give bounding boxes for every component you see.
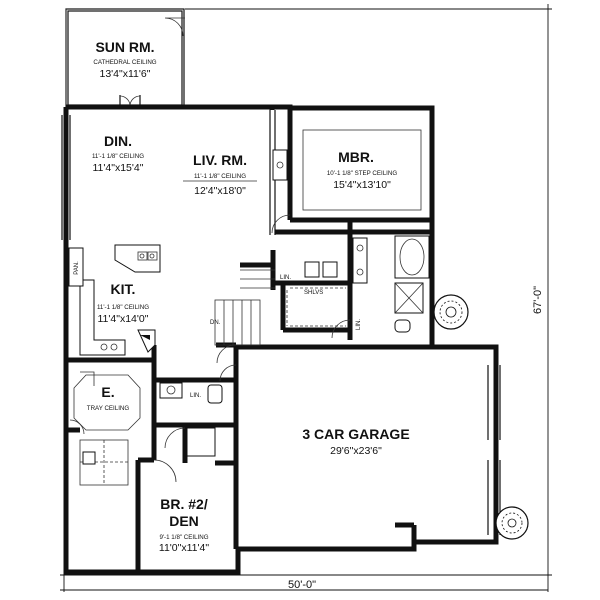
stairs-down-label: DN. [210,320,221,326]
kitchen-size: 11'4"x14'0" [98,313,149,325]
living-partition [269,110,288,235]
master-bath [352,235,430,333]
sun-room-size: 13'4"x11'6" [100,68,151,80]
walk-in-closet [286,261,346,327]
linen-label-closet: LIN. [280,275,291,281]
living-name: LIV. RM. [193,152,247,168]
shelves-label: SHLVS [304,290,323,296]
stairs [214,269,275,346]
linen-label-hall: LIN. [190,393,201,399]
kitchen-name: KIT. [111,281,136,297]
living-size: 12'4"x18'0" [194,185,246,197]
bedroom2-ceiling: 9'-1 1/8" CEILING [159,534,208,541]
bedroom2-name: BR. #2/ [160,496,208,512]
sun-room-walls [65,8,185,108]
overall-width-label: 50'-0" [288,579,316,591]
dining-size: 11'4"x15'4" [93,162,144,174]
master-bedroom-name: MBR. [338,149,374,165]
exterior-walls [63,104,499,575]
shrub-icon [433,294,469,330]
sun-room-name: SUN RM. [95,39,154,55]
hall-bath [159,382,223,457]
master-bedroom-ceiling: 10'-1 1/8" STEP CEILING [327,170,398,177]
kitchen-island [114,244,161,273]
shrub-icon [495,506,529,540]
living-ceiling: 11'-1 1/8" CEILING [194,173,246,180]
entry-tray [69,371,141,486]
garage-name: 3 CAR GARAGE [302,426,409,442]
bedroom2-size: 11'0"x11'4" [159,542,209,554]
overall-depth-label: 67'-0" [532,286,544,314]
garage-size: 29'6"x23'6" [330,445,382,457]
linen-label-master: LIN. [356,319,362,330]
door-swings [153,214,351,483]
entry-name: E. [101,384,114,400]
mbr-step-ceiling [302,129,422,211]
kitchen-counter [79,279,156,356]
dimension-lines [60,4,552,592]
pantry [68,247,84,287]
dining-name: DIN. [104,133,132,149]
bedroom2-name-line2: DEN [169,513,199,529]
sun-room-ceiling: CATHEDRAL CEILING [93,59,156,66]
garage-doors [395,365,501,549]
entry-ceiling: TRAY CEILING [87,405,130,412]
pantry-label: PAN. [74,261,80,275]
kitchen-ceiling: 11'-1 1/8" CEILING [97,304,149,311]
dining-windows [61,115,71,240]
master-bedroom-size: 15'4"x13'10" [333,179,391,191]
dining-ceiling: 11'-1 1/8" CEILING [92,153,144,160]
